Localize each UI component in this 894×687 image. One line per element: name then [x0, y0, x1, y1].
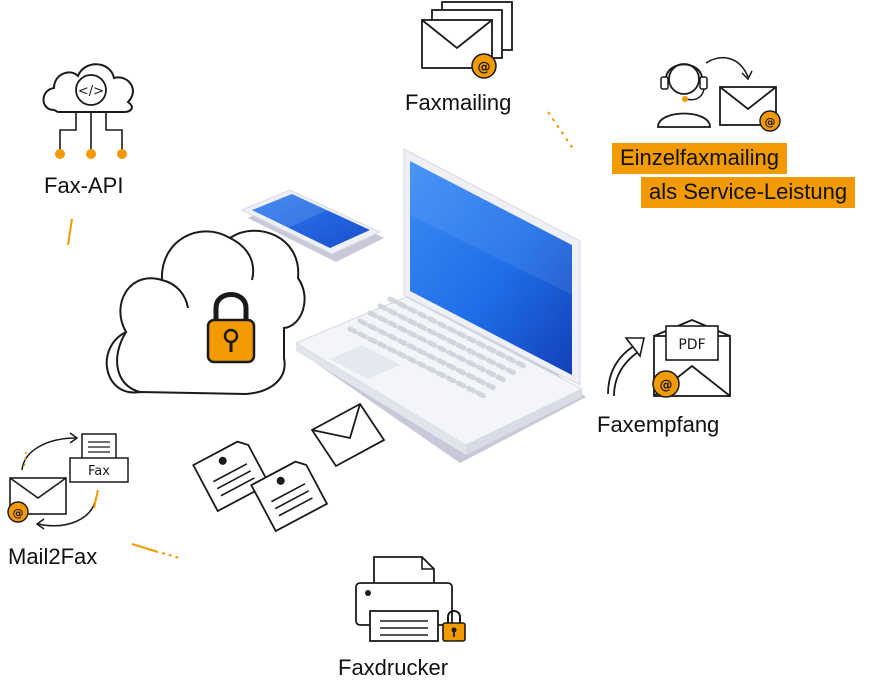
faxempfang-label: Faxempfang — [597, 412, 720, 437]
stacked-envelopes-icon: @ — [421, 1, 513, 79]
at-symbol: @ — [478, 60, 491, 75]
cloud-code-icon: </> — [42, 63, 134, 159]
smartphone-icon — [240, 189, 384, 262]
pdf-envelope-icon: PDF @ — [607, 319, 731, 398]
mail-to-fax-cycle-icon: Fax @ — [7, 432, 129, 530]
locked-printer-icon — [355, 556, 466, 642]
einzelfax-label-line2: als Service-Leistung — [641, 177, 856, 208]
einzelfax-label-line1: Einzelfaxmailing — [612, 143, 787, 174]
envelope-icon — [310, 402, 386, 468]
at-symbol: @ — [660, 378, 673, 393]
connector-dash — [67, 218, 73, 246]
cloud-lock-icon — [105, 229, 306, 396]
faxmailing-label: Faxmailing — [405, 90, 512, 115]
documents-icon — [192, 440, 329, 533]
laptop-icon — [294, 148, 586, 463]
at-symbol: @ — [13, 507, 24, 520]
headset-agent-envelope-icon: @ — [657, 57, 781, 132]
connector-dash — [131, 543, 181, 559]
pdf-tag: PDF — [678, 337, 705, 353]
fax-api-label: Fax-API — [44, 173, 124, 198]
fax-tag: Fax — [88, 464, 110, 479]
at-symbol: @ — [765, 116, 776, 129]
faxdrucker-label: Faxdrucker — [338, 655, 449, 680]
svg-text:</>: </> — [78, 84, 104, 99]
mail2fax-label: Mail2Fax — [8, 544, 98, 569]
